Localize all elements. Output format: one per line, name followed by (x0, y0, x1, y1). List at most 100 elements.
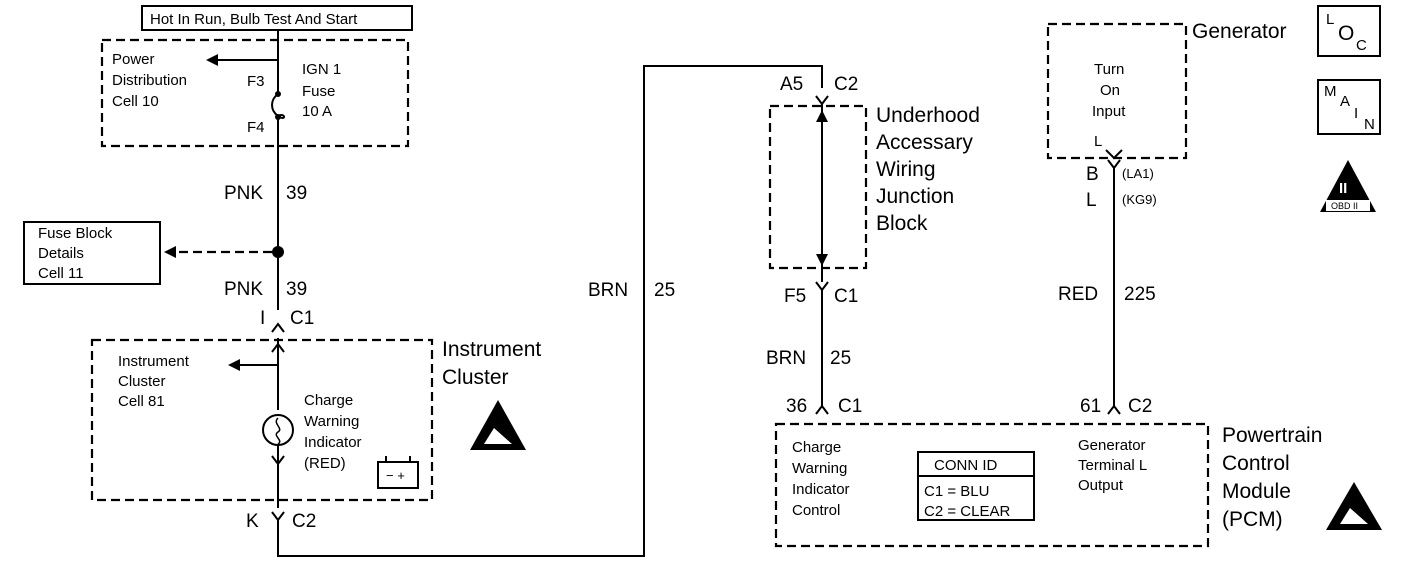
pcm-title1: Powertrain (1222, 424, 1322, 447)
power-distribution-box (100, 38, 410, 148)
conn-k-c2-conn: C2 (292, 511, 316, 532)
conn-36-c1-pin: 36 (786, 396, 807, 417)
conn-id-box (917, 451, 1035, 521)
indicator-line4: (RED) (304, 455, 346, 472)
pcm-left3: Indicator (792, 481, 850, 498)
power-dist-arrowhead (206, 54, 218, 66)
bulb-icon (262, 414, 294, 446)
conn-i-c1-symbol (271, 322, 285, 333)
conn-36-c1-conn: C1 (838, 396, 862, 417)
generator-line1: Turn (1094, 61, 1124, 78)
fuse-name1: IGN 1 (302, 61, 341, 78)
loc-l: L (1326, 11, 1334, 28)
main-n: N (1364, 116, 1375, 133)
junction-line1: Underhood (876, 104, 980, 127)
fuse-f3-label: F3 (247, 73, 265, 90)
junction-line2: Accessary (876, 131, 973, 154)
wire-pnk-upper-color: PNK (224, 183, 263, 204)
pcm-title2: Control (1222, 452, 1290, 475)
conn-id-title: CONN ID (934, 457, 998, 474)
conn-f5-c1-conn: C1 (834, 286, 858, 307)
junction-block-box (768, 104, 868, 270)
pcm-right3: Output (1078, 477, 1124, 494)
junction-arrow-up (816, 110, 828, 122)
junction-line4: Junction (876, 185, 954, 208)
generator-title: Generator (1192, 20, 1287, 43)
fuse-block-box (23, 221, 161, 285)
main-m: M (1324, 83, 1337, 100)
fuse-block-line3: Cell 11 (38, 265, 84, 282)
pcm-left1: Charge (792, 439, 841, 456)
cluster-ref-line2: Cluster (118, 373, 166, 390)
obd-label: OBD II (1331, 201, 1358, 211)
gen-conn-kg9: (KG9) (1122, 192, 1157, 207)
generator-line2: On (1100, 82, 1120, 99)
pcm-left4: Control (792, 502, 840, 519)
fuse-block-line1: Fuse Block (38, 225, 113, 242)
esd-warning-icon (470, 400, 526, 450)
header-label: Hot In Run, Bulb Test And Start (150, 11, 358, 28)
indicator-line3: Indicator (304, 434, 362, 451)
conn-i-c1-conn: C1 (290, 308, 314, 329)
main-i: I (1354, 105, 1358, 122)
gen-conn-l: L (1086, 190, 1097, 211)
wire-brn-right-color: BRN (766, 348, 806, 369)
indicator-line1: Charge (304, 392, 353, 409)
conn-61-c2-symbol (1107, 404, 1121, 415)
cluster-ref-arrowhead (228, 359, 240, 371)
pcm-title3: Module (1222, 480, 1291, 503)
fuse-rating: 10 A (302, 103, 332, 120)
wire-red-circuit: 225 (1124, 284, 1156, 305)
pcm-title4: (PCM) (1222, 508, 1283, 531)
conn-36-c1-symbol (815, 404, 829, 415)
generator-box (1046, 22, 1188, 160)
wire-brn-right-circuit: 25 (830, 348, 851, 369)
cluster-ref-line3: Cell 81 (118, 393, 165, 410)
indicator-line2: Warning (304, 413, 359, 430)
fuse-block-arrowhead (164, 246, 176, 258)
battery-icon (377, 461, 419, 489)
pcm-left2: Warning (792, 460, 847, 477)
conn-61-c2-conn: C2 (1128, 396, 1152, 417)
fuse-name2: Fuse (302, 83, 335, 100)
loc-badge: L O C (1317, 5, 1381, 57)
wire-pnk-lower-circuit: 39 (286, 279, 307, 300)
bulb-lower-chevron (271, 455, 285, 466)
power-dist-line1: Power (112, 51, 155, 68)
conn-a5-c2-symbol (815, 95, 829, 106)
pcm-right1: Generator (1078, 437, 1146, 454)
conn-61-c2-pin: 61 (1080, 396, 1101, 417)
generator-line3: Input (1092, 103, 1126, 120)
loc-c: C (1356, 37, 1367, 54)
junction-arrow-down (816, 254, 828, 266)
power-dist-line3: Cell 10 (112, 93, 159, 110)
battery-signs: − + (386, 468, 405, 483)
conn-id-c1: C1 = BLU (924, 483, 989, 500)
gen-conn-la1: (LA1) (1122, 166, 1154, 181)
wire-red-color: RED (1058, 284, 1098, 305)
conn-id-c2: C2 = CLEAR (924, 503, 1010, 520)
wire-brn-25-loop (277, 65, 823, 557)
conn-i-c1-pin: I (260, 308, 265, 329)
bulb-filament (275, 417, 281, 445)
fuse-block-line2: Details (38, 245, 84, 262)
pcm-esd-warning-icon (1326, 482, 1382, 530)
conn-k-c2-pin: K (246, 511, 259, 532)
junction-line5: Block (876, 212, 928, 235)
obd-roman: II (1339, 180, 1347, 197)
conn-a5-c2-pin: A5 (780, 74, 803, 95)
junction-line3: Wiring (876, 158, 936, 181)
generator-pin-chevron (1105, 149, 1123, 160)
fuse-f4-label: F4 (247, 119, 265, 136)
conn-k-c2-symbol (271, 511, 285, 522)
conn-f5-c1-symbol (815, 281, 829, 292)
conn-f5-c1-pin: F5 (784, 286, 806, 307)
gen-conn-b: B (1086, 164, 1099, 185)
wire-brn-left-circuit: 25 (654, 280, 675, 301)
loc-o: O (1338, 22, 1354, 45)
main-badge: M A I N (1317, 79, 1381, 135)
main-a: A (1340, 93, 1350, 110)
conn-a5-c2-conn: C2 (834, 74, 858, 95)
wire-pnk-upper-circuit: 39 (286, 183, 307, 204)
